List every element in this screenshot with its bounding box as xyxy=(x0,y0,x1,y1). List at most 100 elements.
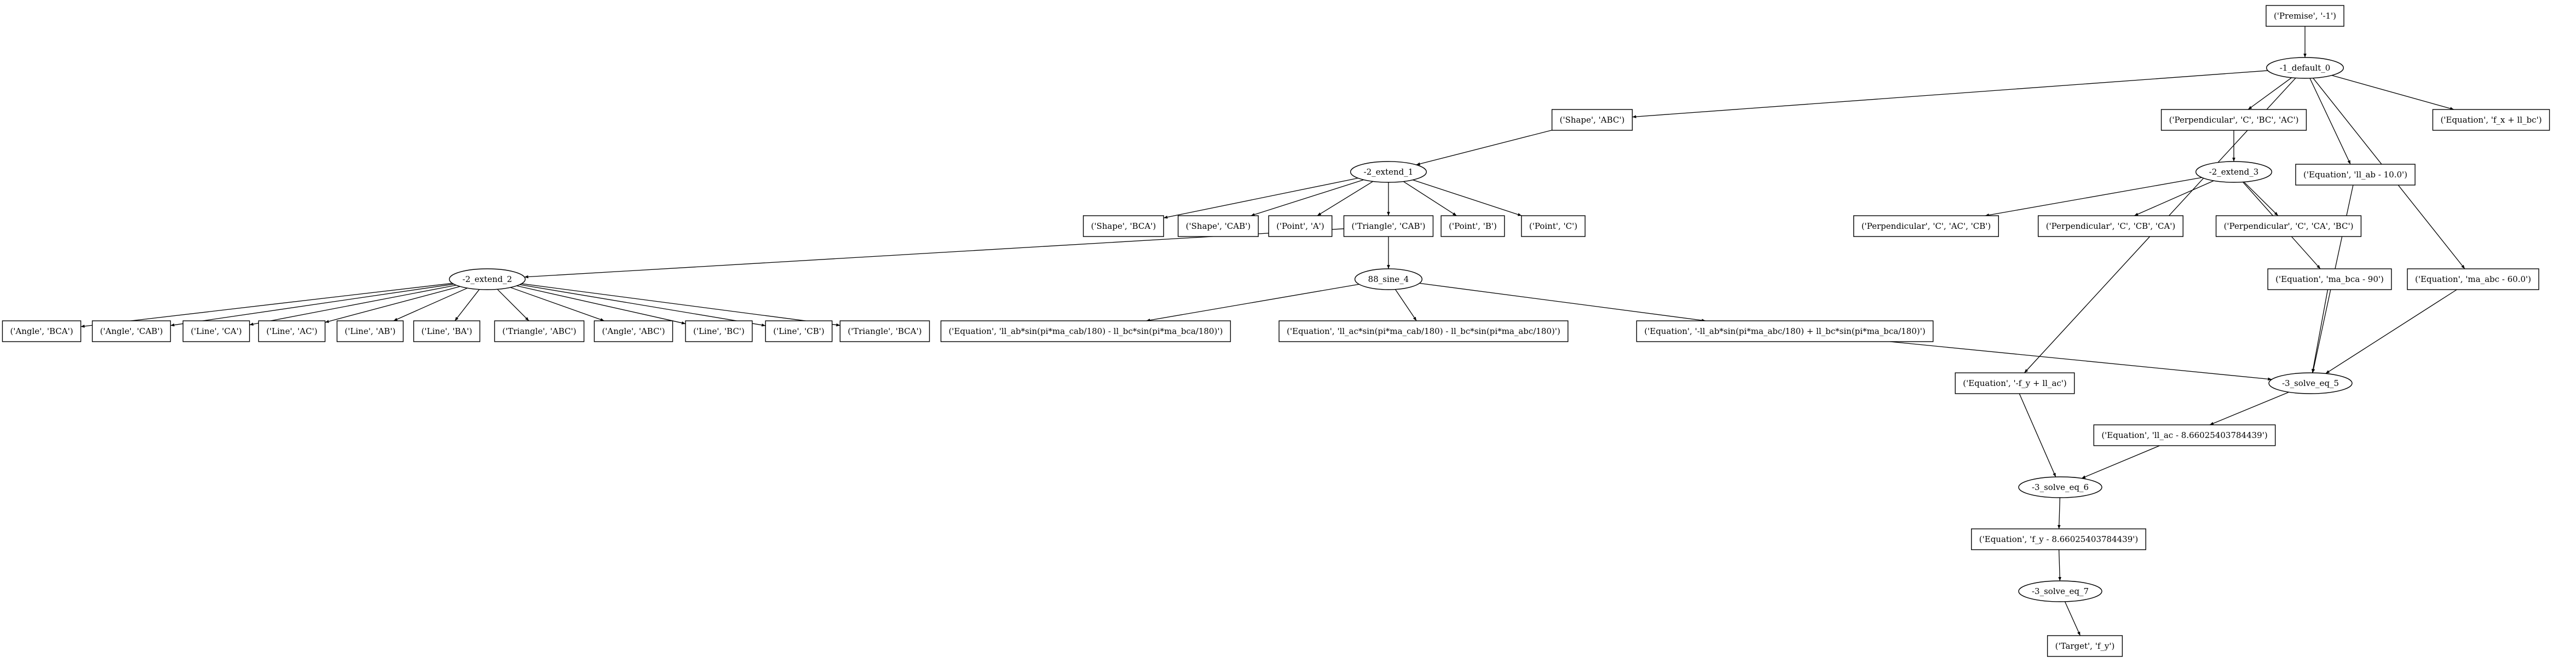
node-label: ('Line', 'AC') xyxy=(266,326,317,336)
node-label: -2_extend_1 xyxy=(1364,167,1414,177)
edge-arrow xyxy=(2312,289,2329,373)
fact-node: ('Equation', 'f_y - 8.66025403784439') xyxy=(1971,528,2146,550)
fact-node: ('Angle', 'ABC') xyxy=(593,320,673,342)
fact-node: ('Line', 'CA') xyxy=(182,320,250,342)
edge-arrow xyxy=(1985,177,2202,217)
node-label: ('Line', 'CA') xyxy=(191,326,241,336)
edge-arrow xyxy=(393,287,468,321)
rule-node: -2_extend_1 xyxy=(1350,161,1427,183)
fact-node: ('Triangle', 'ABC') xyxy=(494,320,585,342)
node-label: ('Equation', 'f_y - 8.66025403784439') xyxy=(1979,534,2138,544)
edge-arrow xyxy=(1413,179,1522,216)
fact-node: ('Equation', '-ll_ab*sin(pi*ma_abc/180) … xyxy=(1636,320,1934,342)
node-label: ('Equation', 'ma_abc - 60.0') xyxy=(2415,274,2531,284)
node-box xyxy=(2160,109,2307,131)
node-label: ('Equation', 'll_ab - 10.0') xyxy=(2303,170,2407,180)
node-label: ('Angle', 'BCA') xyxy=(10,326,73,336)
edge-arrow xyxy=(1163,177,1358,219)
edge-arrow xyxy=(2064,601,2081,636)
node-box xyxy=(1853,215,1999,237)
fact-node: ('Equation', '-f_y + ll_ac') xyxy=(1955,372,2075,394)
node-label: ('Shape', 'CAB') xyxy=(1186,221,1250,231)
fact-node: ('Point', 'C') xyxy=(1521,215,1586,237)
edge-arrow xyxy=(497,289,529,321)
node-box xyxy=(258,320,326,342)
edge-arrow xyxy=(521,283,840,327)
node-box xyxy=(1955,372,2075,394)
fact-node: ('Perpendicular', 'C', 'CA', 'BC') xyxy=(2215,215,2362,237)
node-label: ('Perpendicular', 'C', 'BC', 'AC') xyxy=(2169,115,2299,125)
node-box xyxy=(685,320,753,342)
rule-node: -3_solve_eq_5 xyxy=(2268,372,2353,394)
edge-arrow xyxy=(1403,181,1457,216)
node-label: ('Perpendicular', 'C', 'CA', 'BC') xyxy=(2224,221,2354,231)
node-label: 88_sine_4 xyxy=(1368,274,1409,284)
node-label: ('Equation', 'll_ac*sin(pi*ma_cab/180) -… xyxy=(1287,326,1560,336)
node-label: -3_solve_eq_7 xyxy=(2032,586,2089,596)
node-ellipse xyxy=(1350,161,1427,183)
edge-arrow xyxy=(1317,181,1374,216)
node-label: ('Triangle', 'BCA') xyxy=(848,326,921,336)
node-label: ('Equation', 'f_x + ll_bc') xyxy=(2440,115,2542,125)
node-label: ('Equation', 'ma_bca - 90') xyxy=(2275,274,2384,284)
fact-node: ('Shape', 'BCA') xyxy=(1082,215,1165,237)
node-box xyxy=(2295,164,2416,186)
fact-node: ('Angle', 'BCA') xyxy=(2,320,82,342)
node-box xyxy=(1521,215,1586,237)
edge-arrow xyxy=(454,289,480,321)
node-label: ('Triangle', 'CAB') xyxy=(1352,221,1426,231)
edge-arrow xyxy=(2134,180,2214,216)
node-label: ('Perpendicular', 'C', 'CB', 'CA') xyxy=(2046,221,2176,231)
edge-arrow xyxy=(2058,497,2061,529)
fact-node: ('Point', 'A') xyxy=(1268,215,1333,237)
fact-node: ('Triangle', 'CAB') xyxy=(1343,215,1434,237)
node-label: ('Perpendicular', 'C', 'AC', 'CB') xyxy=(1862,221,1991,231)
fact-node: ('Line', 'AB') xyxy=(336,320,404,342)
fact-node: ('Premise', '-1') xyxy=(2266,5,2344,27)
edge-arrow xyxy=(249,285,457,326)
node-box xyxy=(1178,215,1259,237)
node-label: ('Line', 'CB') xyxy=(773,326,825,336)
node-box xyxy=(2,320,82,342)
node-box xyxy=(1082,215,1165,237)
node-label: ('Line', 'BC') xyxy=(693,326,745,336)
edge-arrow xyxy=(80,283,453,328)
fact-node: ('Equation', 'll_ab - 10.0') xyxy=(2295,164,2416,186)
node-label: ('Equation', 'll_ac - 8.66025403784439') xyxy=(2101,430,2267,440)
edge-arrow xyxy=(1146,284,1359,322)
node-label: ('Equation', '-ll_ab*sin(pi*ma_abc/180) … xyxy=(1644,326,1925,336)
edge-arrow xyxy=(2247,77,2292,110)
node-label: ('Point', 'C') xyxy=(1529,221,1577,231)
node-ellipse xyxy=(2195,161,2273,183)
edge-arrow xyxy=(2244,181,2279,216)
edge-arrow xyxy=(1632,70,2268,118)
edge-arrow xyxy=(1889,341,2272,381)
edge-arrow xyxy=(2058,549,2061,581)
node-box xyxy=(765,320,833,342)
node-box xyxy=(2432,109,2550,131)
node-label: ('Line', 'AB') xyxy=(345,326,396,336)
edge-arrow xyxy=(2325,289,2457,374)
edge-arrow xyxy=(516,285,686,325)
node-box xyxy=(2266,5,2344,27)
node-box xyxy=(336,320,404,342)
node-box xyxy=(1440,215,1505,237)
node-ellipse xyxy=(1354,268,1423,290)
node-box xyxy=(1278,320,1569,342)
node-label: ('Angle', 'CAB') xyxy=(100,326,163,336)
fact-node: ('Shape', 'ABC') xyxy=(1551,109,1633,131)
node-label: ('Equation', 'll_ab*sin(pi*ma_cab/180) -… xyxy=(949,326,1223,336)
edge-arrow xyxy=(325,286,460,323)
node-ellipse xyxy=(2266,57,2344,79)
node-box xyxy=(1268,215,1333,237)
node-label: -2_extend_3 xyxy=(2209,167,2259,177)
node-box xyxy=(494,320,585,342)
node-box xyxy=(2407,268,2539,290)
edge-arrow xyxy=(1419,283,1706,322)
node-box xyxy=(1971,528,2146,550)
fact-node: ('Target', 'f_y') xyxy=(2047,635,2123,657)
rule-node: -3_solve_eq_6 xyxy=(2018,476,2102,498)
node-box xyxy=(182,320,250,342)
node-label: ('Target', 'f_y') xyxy=(2055,641,2115,651)
